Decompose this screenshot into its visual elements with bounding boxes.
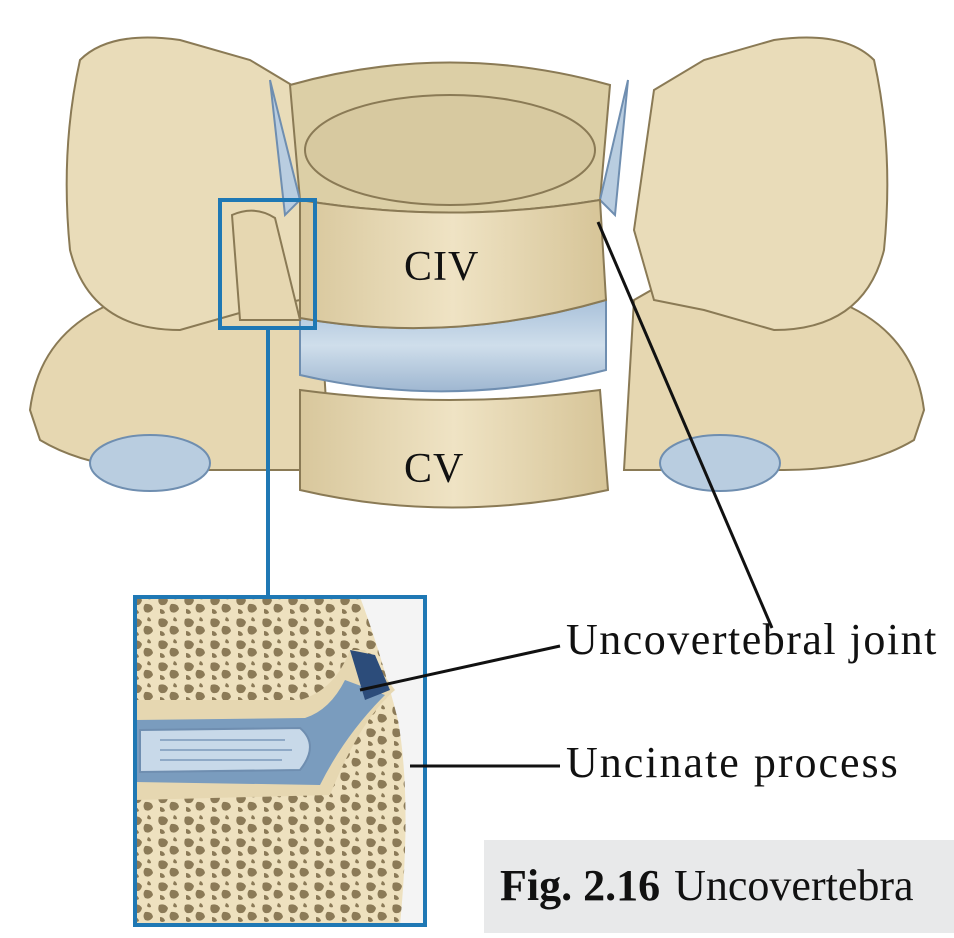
cv-label: CV — [404, 445, 464, 493]
uncinate-process-label: Uncinate process — [566, 737, 900, 788]
figure-title: Uncovertebra — [674, 861, 913, 910]
civ-label: CIV — [404, 243, 479, 291]
uncovertebral-joint-label: Uncovertebral joint — [566, 614, 938, 665]
figure-number: Fig. 2.16 — [500, 861, 660, 910]
magnified-inset — [135, 597, 425, 925]
figure-caption: Fig. 2.16 Uncovertebra — [484, 840, 954, 933]
